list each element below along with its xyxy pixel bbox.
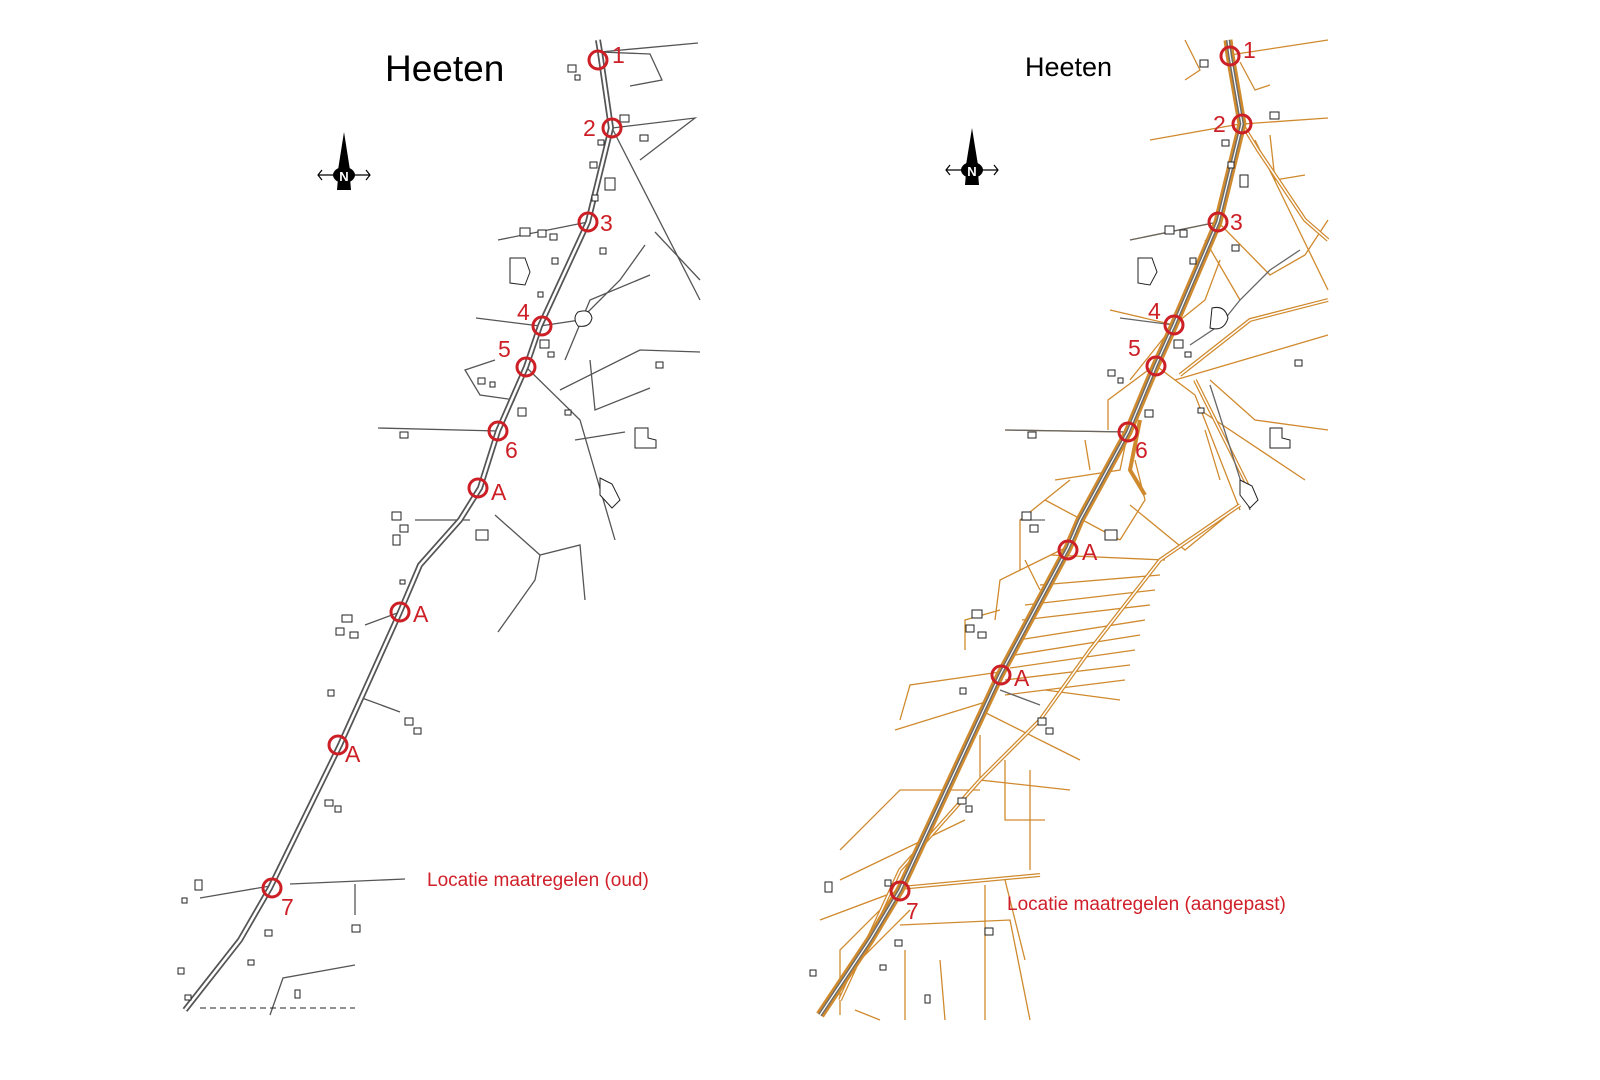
north-arrow-icon: N bbox=[945, 128, 999, 185]
measure-markers: 1 2 3 4 5 6 A A A 7 bbox=[261, 42, 625, 920]
marker-2[interactable] bbox=[601, 117, 623, 139]
marker-6[interactable] bbox=[487, 420, 509, 442]
marker-label: 6 bbox=[505, 437, 518, 463]
marker-7[interactable] bbox=[261, 877, 283, 899]
marker-label: 3 bbox=[600, 210, 613, 236]
marker-4[interactable] bbox=[1163, 314, 1185, 336]
marker-a[interactable] bbox=[990, 664, 1012, 686]
marker-2[interactable] bbox=[1231, 113, 1253, 135]
marker-7[interactable] bbox=[889, 880, 911, 902]
marker-label: 5 bbox=[1128, 335, 1141, 361]
marker-label: 5 bbox=[498, 336, 511, 362]
map-panel-new: N 1 2 3 4 5 6 A A 7 Heeten Locatie maatr… bbox=[800, 0, 1600, 1080]
marker-label: A bbox=[1082, 539, 1098, 565]
marker-label: 1 bbox=[1243, 37, 1256, 63]
marker-a[interactable] bbox=[1057, 539, 1079, 561]
marker-3[interactable] bbox=[1207, 211, 1229, 233]
marker-5[interactable] bbox=[515, 356, 537, 378]
marker-label: 4 bbox=[1148, 298, 1161, 324]
marker-label: 6 bbox=[1135, 437, 1148, 463]
gray-roads bbox=[999, 221, 1301, 706]
marker-label: 4 bbox=[517, 299, 530, 325]
marker-a[interactable] bbox=[327, 734, 349, 756]
marker-label: A bbox=[413, 601, 429, 627]
measure-markers: 1 2 3 4 5 6 A A 7 bbox=[889, 37, 1256, 924]
marker-label: 3 bbox=[1230, 209, 1243, 235]
marker-1[interactable] bbox=[1219, 45, 1241, 67]
marker-label: 7 bbox=[281, 894, 294, 920]
marker-a[interactable] bbox=[389, 601, 411, 623]
marker-label: A bbox=[491, 479, 507, 505]
map-panel-old: N 1 2 3 4 5 6 A A A 7 Heeten Locatie maa… bbox=[177, 39, 701, 1016]
marker-6[interactable] bbox=[1117, 421, 1139, 443]
marker-label: A bbox=[345, 741, 361, 767]
map-title: Heeten bbox=[385, 48, 505, 89]
marker-label: 2 bbox=[1213, 111, 1226, 137]
north-arrow-icon: N bbox=[317, 132, 371, 190]
marker-label: 7 bbox=[906, 898, 919, 924]
marker-5[interactable] bbox=[1145, 355, 1167, 377]
map-new: N 1 2 3 4 5 6 A A 7 bbox=[809, 37, 1330, 1021]
side-roads bbox=[199, 42, 701, 1016]
legend-label: Locatie maatregelen (aangepast) bbox=[1007, 894, 1286, 915]
north-label: N bbox=[967, 164, 976, 179]
marker-label: 2 bbox=[583, 115, 596, 141]
marker-label: A bbox=[1014, 665, 1030, 691]
map-old: N 1 2 3 4 5 6 A A A 7 bbox=[177, 39, 701, 1016]
main-road bbox=[182, 39, 615, 1012]
buildings bbox=[177, 64, 664, 1001]
legend-label: Locatie maatregelen (oud) bbox=[427, 870, 649, 891]
map-title: Heeten bbox=[1025, 52, 1113, 82]
marker-4[interactable] bbox=[531, 315, 553, 337]
north-label: N bbox=[339, 169, 348, 184]
marker-3[interactable] bbox=[577, 211, 599, 233]
buildings bbox=[809, 59, 1303, 1004]
marker-a[interactable] bbox=[467, 477, 489, 499]
marker-1[interactable] bbox=[587, 49, 609, 71]
marker-label: 1 bbox=[612, 42, 625, 68]
